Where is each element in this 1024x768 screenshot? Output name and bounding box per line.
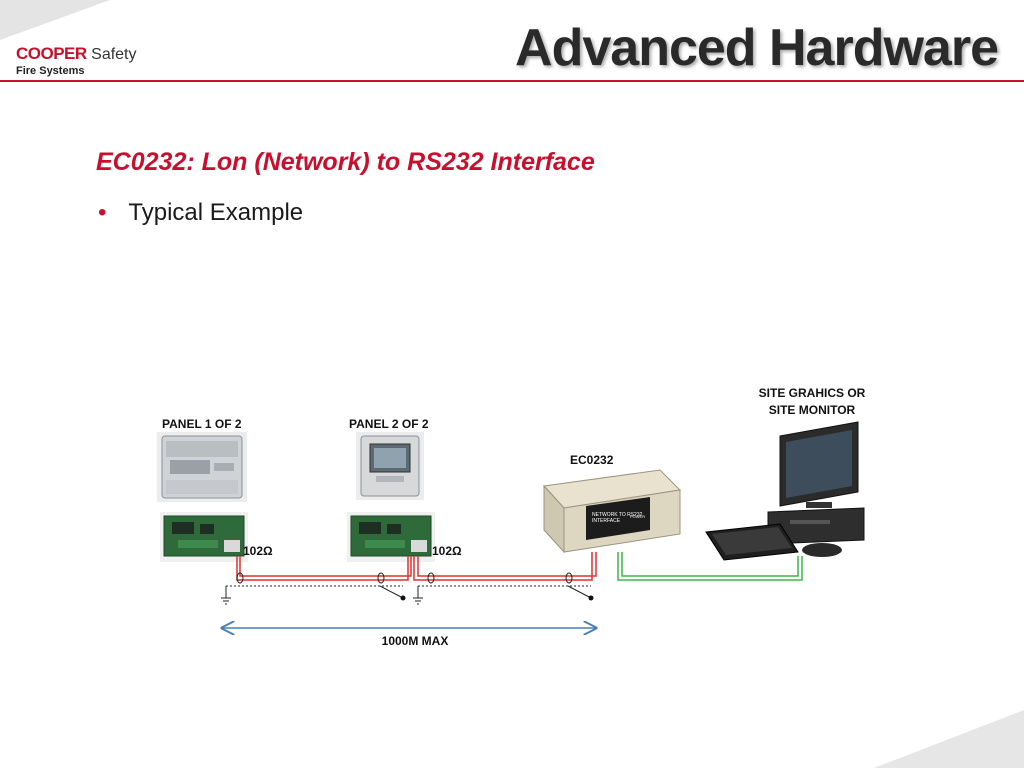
ec0232-device: NETWORK TO RS232 INTERFACE POWER [542,469,682,554]
bullet-text: Typical Example [128,199,304,226]
resistor-1-label: 102Ω [243,544,273,558]
terminal-dot-1 [400,595,406,601]
bullet-item: • Typical Example [98,199,303,227]
panel-1-unit [157,432,247,502]
panel2-label: PANEL 2 OF 2 [349,417,429,431]
panel-2-unit [356,432,424,500]
network-wiring [236,552,597,581]
monitor-label-line2: SITE MONITOR [769,403,856,417]
device-power-text: POWER [630,514,645,519]
computer-workstation [705,421,865,561]
corner-decoration [0,0,110,40]
terminal-dot-2 [588,595,594,601]
corner-decoration-bottom [874,710,1024,768]
circuit-board-2 [347,512,435,562]
page-title: Advanced Hardware [515,19,999,77]
interface-label: EC0232 [570,453,614,467]
device-text2: INTERFACE [592,518,621,524]
circuit-board-1 [160,512,248,562]
section-heading: EC0232: Lon (Network) to RS232 Interface [96,148,595,176]
resistor-2-label: 102Ω [432,544,462,558]
device-text1: NETWORK TO RS232 [592,512,643,518]
panel1-label: PANEL 1 OF 2 [162,417,242,431]
header-divider [0,80,1024,82]
bullet-dot-icon: • [98,199,107,226]
monitor-label-line1: SITE GRAHICS OR [759,386,866,400]
rs232-wiring [617,552,803,581]
logo-brand: COOPER [16,44,87,63]
screen-earth-wiring [221,572,592,605]
logo-brand-suffix: Safety [91,46,137,63]
logo-subtitle: Fire Systems [16,65,85,77]
cooper-logo: COOPER Safety Fire Systems [16,44,137,77]
distance-label: 1000M MAX [382,634,449,648]
